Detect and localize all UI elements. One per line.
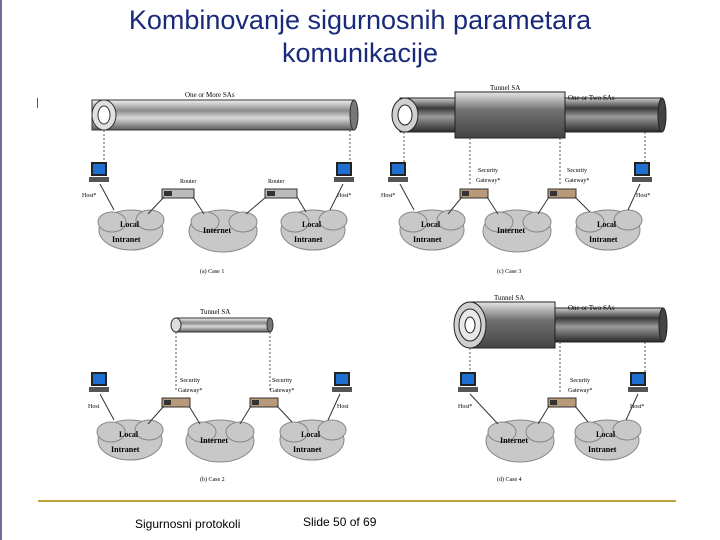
router-icon: [161, 188, 195, 199]
label-router: Router: [180, 179, 196, 185]
svg-text:Internet: Internet: [200, 436, 228, 445]
local-intranet-cloud: Local Intranet: [279, 419, 347, 461]
svg-text:Intranet: Intranet: [112, 235, 141, 244]
svg-text:Local: Local: [597, 220, 617, 229]
svg-text:Security: Security: [180, 378, 200, 384]
svg-text:Host*: Host*: [458, 404, 472, 410]
label-one-or-two-sas: One or Two SAs: [568, 304, 615, 312]
caption-case-4: (d) Case 4: [497, 476, 522, 483]
svg-text:Intranet: Intranet: [294, 235, 323, 244]
footer-rule: [38, 500, 676, 502]
internet-cloud: Internet: [188, 209, 258, 253]
sa-tube: [91, 99, 355, 131]
label-router: Router: [268, 179, 284, 185]
local-intranet-cloud: Local Intranet: [575, 209, 643, 251]
caption-case-2: (b) Case 2: [200, 476, 225, 483]
svg-text:Local: Local: [301, 430, 321, 439]
router-icon: [264, 188, 298, 199]
host-computer-icon: [628, 372, 648, 392]
caption-case-3: (c) Case 3: [497, 268, 521, 275]
svg-text:Gateway*: Gateway*: [565, 178, 589, 184]
internet-cloud: Internet: [485, 419, 555, 463]
host-computer-icon: [332, 372, 352, 392]
left-border: [0, 0, 2, 540]
svg-text:Host*: Host*: [636, 193, 650, 199]
tunnel-sa-tube: [174, 317, 271, 333]
host-computer-icon: [89, 372, 109, 392]
security-gateway-icon: [547, 188, 577, 199]
label-tunnel-sa: Tunnel SA: [494, 294, 524, 302]
footer-slide-number: Slide 50 of 69: [303, 515, 377, 529]
security-gateway-icon: [249, 397, 279, 408]
host-computer-icon: [334, 162, 354, 182]
slide-title: Kombinovanje sigurnosnih parametara komu…: [60, 4, 660, 70]
case-4-panel: Tunnel SA One or Two SAs Host* Host* Sec…: [453, 294, 668, 483]
svg-text:Security: Security: [567, 168, 587, 174]
host-computer-icon: [89, 162, 109, 182]
svg-text:Local: Local: [596, 430, 616, 439]
local-intranet-cloud: Local Intranet: [97, 209, 165, 251]
tunnel-sa-tube: [454, 91, 566, 139]
svg-text:Intranet: Intranet: [589, 235, 618, 244]
case-2-panel: Tunnel SA Host Host Security Gateway* Se…: [88, 308, 352, 483]
footer-course-name: Sigurnosni protokoli: [135, 517, 241, 531]
svg-text:Internet: Internet: [500, 436, 528, 445]
local-intranet-cloud: Local Intranet: [96, 419, 164, 461]
label-one-or-two-sas: One or Two SAs: [568, 94, 615, 102]
security-gateway-icon: [459, 188, 489, 199]
host-computer-icon: [458, 372, 478, 392]
svg-text:Gateway*: Gateway*: [568, 388, 592, 394]
svg-text:Host: Host: [88, 404, 100, 410]
local-intranet-cloud: Local Intranet: [574, 419, 642, 461]
local-intranet-cloud: Local Intranet: [398, 209, 466, 251]
svg-text:Local: Local: [120, 220, 140, 229]
svg-text:Intranet: Intranet: [588, 445, 617, 454]
svg-text:Gateway*: Gateway*: [178, 388, 202, 394]
svg-text:Gateway*: Gateway*: [476, 178, 500, 184]
svg-text:Internet: Internet: [203, 226, 231, 235]
host-computer-icon: [632, 162, 652, 182]
svg-text:Host: Host: [337, 404, 349, 410]
label-host: Host*: [337, 193, 351, 199]
marker-tick: [37, 98, 38, 108]
title-line-1: Kombinovanje sigurnosnih parametara: [128, 5, 592, 35]
caption-case-1: (a) Case 1: [200, 268, 224, 275]
host-computer-icon: [388, 162, 408, 182]
svg-text:Security: Security: [478, 168, 498, 174]
case-1-panel: One or More SAs Host* Host* Router Route…: [82, 91, 359, 275]
internet-cloud: Internet: [185, 419, 255, 463]
svg-text:Security: Security: [570, 378, 590, 384]
title-line-2: komunikacije: [281, 38, 439, 68]
svg-text:Local: Local: [302, 220, 322, 229]
svg-text:Local: Local: [421, 220, 441, 229]
svg-text:Gateway*: Gateway*: [270, 388, 294, 394]
security-gateway-icon: [161, 397, 191, 408]
svg-text:Intranet: Intranet: [293, 445, 322, 454]
label-one-or-more-sas: One or More SAs: [185, 91, 235, 99]
svg-text:Host*: Host*: [381, 193, 395, 199]
label-tunnel-sa: Tunnel SA: [200, 308, 230, 316]
svg-text:Security: Security: [272, 378, 292, 384]
security-gateway-icon: [547, 397, 577, 408]
tube-end-right: [349, 99, 359, 131]
internet-cloud: Internet: [482, 209, 552, 253]
svg-text:Internet: Internet: [497, 226, 525, 235]
svg-text:Host*: Host*: [630, 404, 644, 410]
label-tunnel-sa: Tunnel SA: [490, 84, 520, 92]
local-intranet-cloud: Local Intranet: [280, 209, 348, 251]
case-3-panel: Tunnel SA One or Two SAs Host* Host* Sec…: [381, 84, 667, 275]
label-host: Host*: [82, 193, 96, 199]
svg-text:Intranet: Intranet: [413, 235, 442, 244]
svg-text:Local: Local: [119, 430, 139, 439]
svg-text:Intranet: Intranet: [111, 445, 140, 454]
